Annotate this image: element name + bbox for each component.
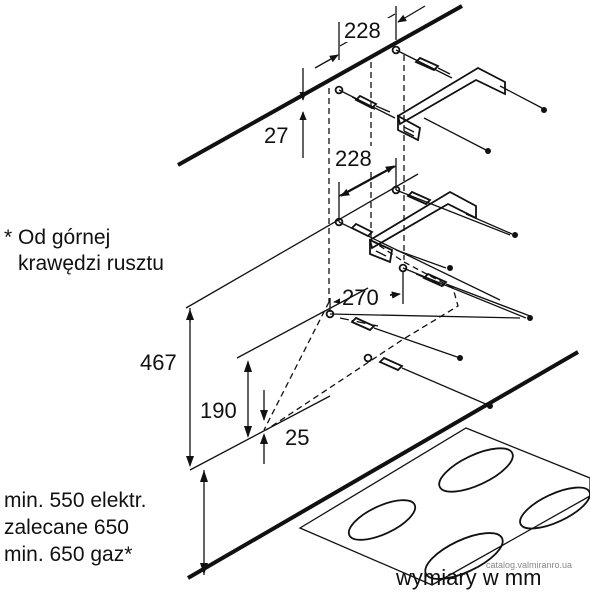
watermark: catalog.valmiranro.ua bbox=[486, 560, 572, 570]
dimension-27: 27 bbox=[264, 68, 307, 158]
mid-dowels-screws bbox=[350, 190, 518, 271]
top-mounting-holes bbox=[334, 45, 453, 119]
mid-bracket bbox=[368, 190, 477, 264]
top-dowels-screws bbox=[354, 56, 547, 154]
mid-mounting-holes bbox=[334, 185, 511, 301]
dimension-467: 467 bbox=[140, 308, 194, 467]
middle-reference-line bbox=[236, 287, 369, 359]
mid-spacing-label: 228 bbox=[335, 146, 372, 171]
lower-spacing-label: 270 bbox=[342, 285, 379, 310]
offset-25-label: 25 bbox=[285, 425, 309, 450]
min-requirement-2: zalecane 650 bbox=[4, 516, 129, 539]
dimension-270: 270 bbox=[329, 272, 404, 312]
top-spacing-label: 228 bbox=[344, 18, 381, 43]
cooktop-burner-3 bbox=[424, 532, 504, 580]
min-requirement-1: min. 550 elektr. bbox=[4, 489, 146, 512]
units-label: wymiary w mm bbox=[395, 565, 541, 590]
top-bracket bbox=[396, 66, 506, 142]
height-190-label: 190 bbox=[200, 398, 237, 423]
upper-reference-line bbox=[185, 173, 419, 309]
ceiling-line bbox=[177, 4, 463, 167]
height-467-label: 467 bbox=[140, 350, 177, 375]
lower-dowels-screws bbox=[350, 272, 533, 409]
dimension-mid-228: 228 bbox=[334, 146, 397, 222]
dimension-190: 190 bbox=[200, 360, 252, 438]
top-offset-label: 27 bbox=[264, 123, 288, 148]
min-requirement-3: min. 650 gaz* bbox=[4, 543, 132, 566]
cooktop-burner-2 bbox=[438, 447, 514, 493]
hood-outline bbox=[263, 55, 459, 431]
dimension-25: 25 bbox=[260, 390, 309, 464]
worktop-edge bbox=[186, 350, 580, 580]
hood-bottom-line bbox=[189, 395, 331, 471]
min-distance-arrow bbox=[200, 470, 208, 575]
note-line-1: * Od górnej bbox=[4, 226, 110, 249]
lower-mounting-holes bbox=[325, 263, 527, 363]
cooktop-burner-4 bbox=[519, 486, 590, 530]
dimension-top-228: 228 bbox=[314, 5, 426, 69]
note-line-2: krawędzi rusztu bbox=[18, 252, 164, 275]
cooktop-burner-1 bbox=[347, 499, 417, 541]
cooktop bbox=[298, 427, 590, 586]
